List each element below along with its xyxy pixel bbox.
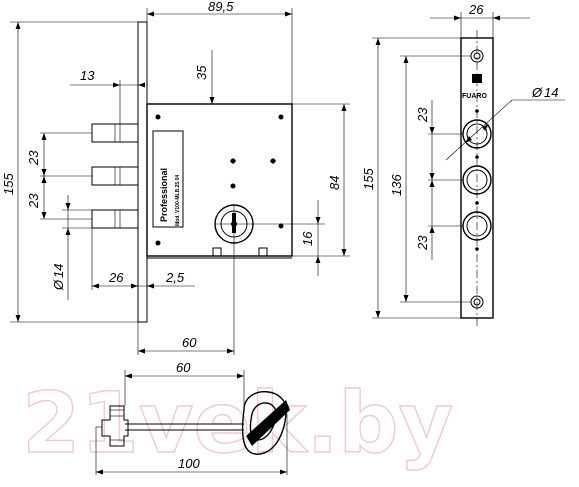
dim-height-136: 136 — [389, 174, 404, 196]
dim-hole-pitch-2: 23 — [415, 235, 430, 251]
faceplate-front-view: FUARO — [372, 12, 494, 326]
key-drawing — [95, 370, 290, 475]
dim-height-155-left: 155 — [1, 173, 16, 195]
svg-text:14: 14 — [51, 264, 66, 278]
lock-case — [146, 103, 293, 257]
dim-bolt-throw: 26 — [108, 270, 124, 285]
case-screws — [155, 114, 284, 246]
dim-bolt-pitch-1: 23 — [26, 150, 41, 166]
dim-bolt-pitch-2: 23 — [26, 193, 41, 209]
svg-text:Ø: Ø — [51, 279, 66, 291]
dim-backset: 60 — [182, 335, 197, 350]
keyhole — [214, 204, 254, 244]
side-dimensions: 89,5 35 13 155 23 23 84 16 Ø 14 — [1, 0, 347, 354]
dim-bolt-diameter: Ø 14 — [51, 264, 66, 291]
faceplate-dimensions: 26 155 136 23 23 Ø 14 — [361, 2, 565, 318]
svg-text:Ø: Ø — [531, 85, 543, 100]
key-dimensions: 60 100 — [96, 360, 287, 475]
dim-faceplate-width: 26 — [468, 2, 484, 17]
case-label: Professional Mod. V100-MLB.25.04 — [152, 130, 184, 228]
lock-side-view: Professional Mod. V100-MLB.25.04 — [10, 8, 350, 355]
dim-offset-35: 35 — [194, 65, 209, 80]
dim-plate-thickness: 2,5 — [165, 270, 185, 285]
brand-fuaro: FUARO — [462, 93, 487, 100]
svg-text:14: 14 — [544, 85, 558, 100]
dim-width-top: 89,5 — [208, 0, 234, 14]
model-code: Mod. V100-MLB.25.04 — [175, 175, 181, 226]
dim-hole-diameter: Ø 14 — [531, 85, 558, 100]
dim-bolt-13: 13 — [80, 68, 95, 83]
dim-height-155-right: 155 — [361, 168, 376, 190]
watermark: 21vek.by — [22, 374, 453, 472]
brand-professional: Professional — [159, 168, 169, 222]
dim-height-84: 84 — [327, 176, 342, 190]
dim-offset-16: 16 — [300, 231, 315, 246]
dim-key-total: 100 — [178, 456, 200, 471]
dim-hole-pitch-1: 23 — [415, 107, 430, 123]
dim-key-blade: 60 — [176, 360, 191, 375]
deadbolts — [91, 123, 139, 229]
side-faceplate — [137, 21, 148, 323]
